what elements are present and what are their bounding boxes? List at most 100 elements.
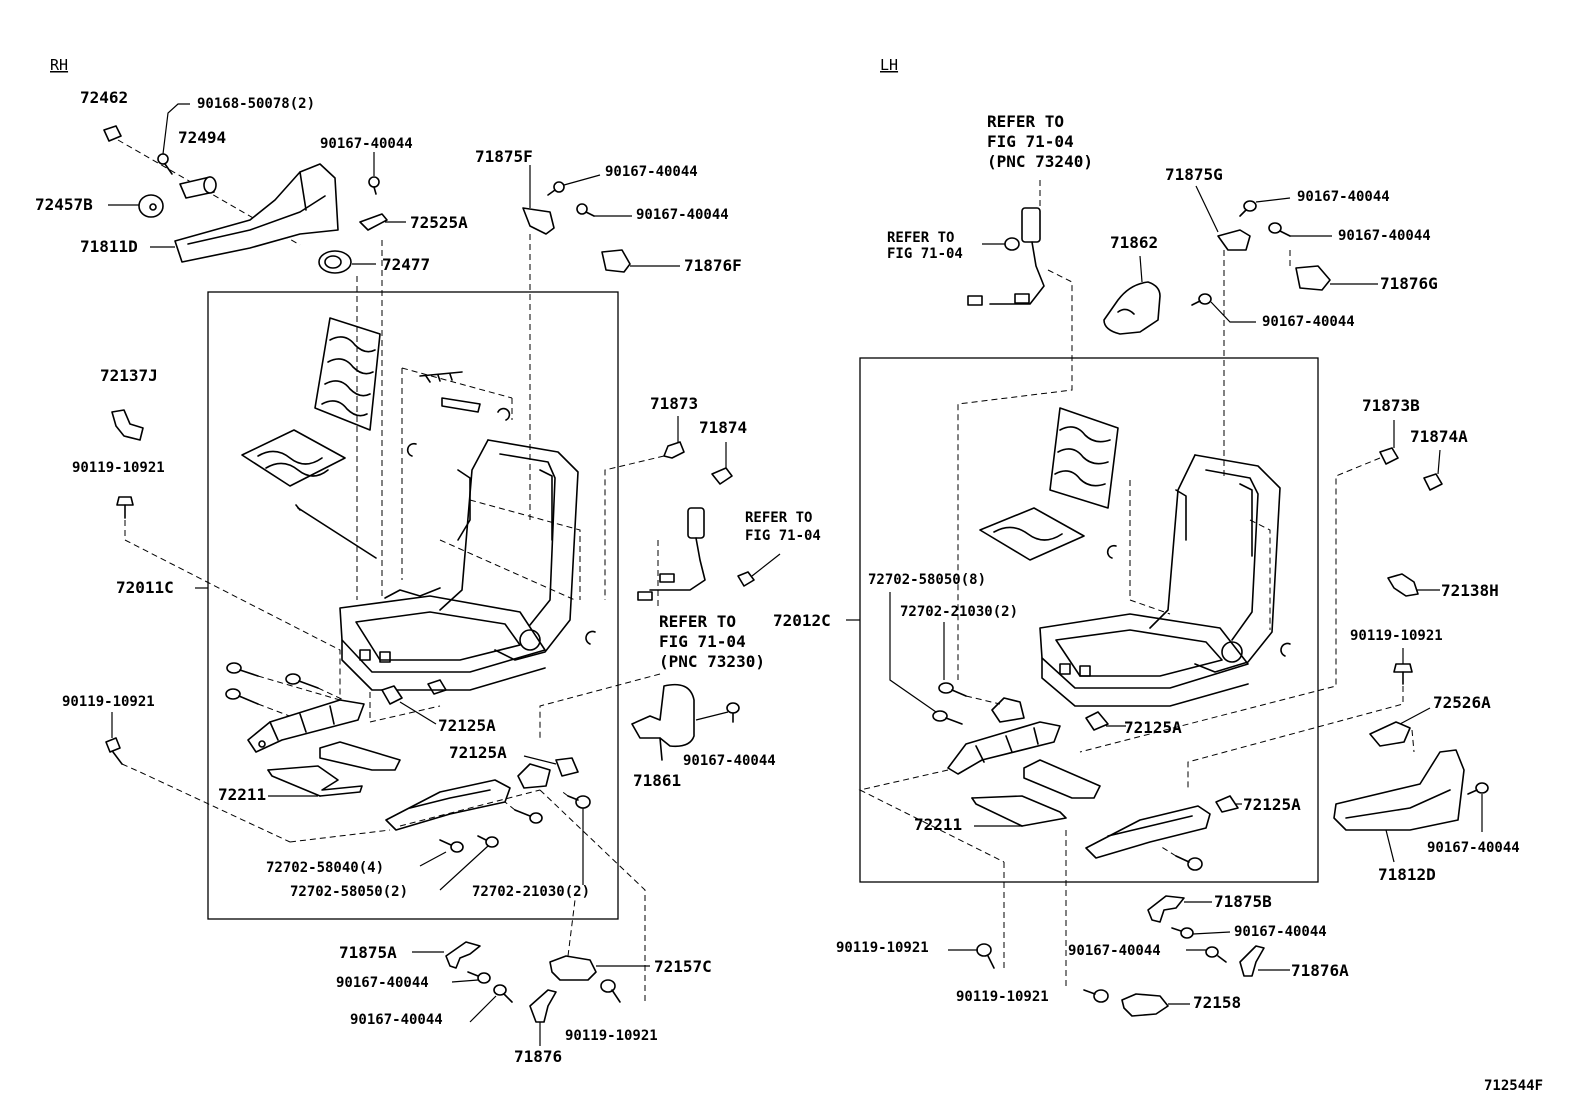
- part-72157C[interactable]: [549, 955, 597, 981]
- part-90167-40044-f[interactable]: [493, 984, 513, 1003]
- part-90167-40044-i[interactable]: [1191, 293, 1212, 306]
- part-90119-10921-e[interactable]: [976, 943, 995, 969]
- part-seat-rail-rh[interactable]: [319, 741, 511, 831]
- part-72125A-d[interactable]: [1215, 795, 1239, 813]
- label-71811D: 71811D: [80, 237, 138, 256]
- part-90167-40044-g[interactable]: [1239, 200, 1257, 217]
- label-90167-40044-b: 90167-40044: [605, 164, 698, 180]
- part-71876[interactable]: [529, 989, 557, 1023]
- part-71811D-shield[interactable]: [174, 163, 339, 263]
- label-72138H: 72138H: [1441, 581, 1499, 600]
- part-seat-adjuster-lh[interactable]: [947, 721, 1061, 775]
- part-90167-40044-j[interactable]: [1467, 782, 1489, 795]
- label-71876: 71876: [514, 1047, 562, 1066]
- part-90119-10921-d[interactable]: [1393, 663, 1413, 685]
- part-rod-rh[interactable]: [297, 507, 377, 559]
- label-72702-58050: 72702-58050(2): [290, 884, 408, 900]
- label-90119-10921-b: 90119-10921: [62, 694, 155, 710]
- part-ring-rh[interactable]: [497, 407, 511, 421]
- label-71874: 71874: [699, 418, 747, 437]
- part-72494-knob[interactable]: [179, 176, 217, 199]
- part-cushion-spring-lh[interactable]: [979, 507, 1085, 561]
- label-72125A-c: 72125A: [1124, 718, 1182, 737]
- part-71874A[interactable]: [1423, 473, 1443, 491]
- part-72138H[interactable]: [1387, 573, 1419, 597]
- part-90167-40044-k[interactable]: [1171, 927, 1194, 939]
- part-72525A-clip[interactable]: [359, 213, 388, 231]
- part-bolts-rh-cluster[interactable]: [225, 662, 319, 705]
- part-72211-rh[interactable]: [267, 765, 363, 797]
- part-90167-40044-c[interactable]: [576, 203, 595, 217]
- part-90119-10921-c[interactable]: [600, 979, 621, 1003]
- label-71875F: 71875F: [475, 147, 533, 166]
- part-72462-cap[interactable]: [103, 125, 122, 142]
- part-72211-lh[interactable]: [971, 795, 1067, 827]
- part-72526A[interactable]: [1369, 721, 1411, 747]
- part-90168-50078-screw[interactable]: [157, 153, 173, 175]
- part-71875F-bracket[interactable]: [522, 207, 555, 235]
- part-71873B[interactable]: [1379, 447, 1399, 465]
- part-seatback-spring-rh[interactable]: [314, 317, 381, 431]
- label-71876A: 71876A: [1291, 961, 1349, 980]
- part-90167-40044-e[interactable]: [467, 971, 491, 984]
- part-90119-10921-a[interactable]: [116, 496, 134, 519]
- part-buckle-nut-rh[interactable]: [737, 571, 755, 587]
- part-bolts-rh-lower[interactable]: [439, 795, 591, 853]
- label-refer-a-1: REFER TO: [745, 510, 812, 526]
- part-buckle-nut-lh[interactable]: [1004, 237, 1020, 251]
- label-71873: 71873: [650, 394, 698, 413]
- label-90119-10921-d: 90119-10921: [1350, 628, 1443, 644]
- part-wire-clip-rh[interactable]: [419, 371, 463, 383]
- part-bracket-rh-lower[interactable]: [517, 763, 551, 789]
- part-71861[interactable]: [631, 683, 695, 761]
- part-bolts-lh[interactable]: [932, 682, 967, 725]
- part-71875B[interactable]: [1147, 895, 1185, 923]
- part-belt-buckle-rh[interactable]: [637, 507, 706, 601]
- part-90167-40044-b[interactable]: [547, 181, 565, 196]
- part-seatback-spring-lh[interactable]: [1049, 407, 1119, 509]
- part-bracket-lh-upper[interactable]: [991, 697, 1025, 723]
- part-bolt-lh-lower[interactable]: [1175, 855, 1203, 871]
- label-refer-b-2: FIG 71-04: [659, 632, 746, 651]
- part-71875G[interactable]: [1217, 229, 1251, 251]
- part-71876F[interactable]: [601, 249, 631, 273]
- part-90119-10921-b[interactable]: [105, 737, 123, 765]
- label-90119-10921-f: 90119-10921: [956, 989, 1049, 1005]
- part-90119-10921-f[interactable]: [1083, 989, 1109, 1003]
- label-90167-40044-k: 90167-40044: [1234, 924, 1327, 940]
- part-90167-40044-a[interactable]: [368, 176, 380, 195]
- part-seat-frame-rh[interactable]: [339, 439, 579, 695]
- label-72011C: 72011C: [116, 578, 174, 597]
- part-cushion-spring-rh[interactable]: [241, 429, 346, 487]
- part-link-rh[interactable]: [441, 397, 481, 413]
- part-71812D-shield[interactable]: [1333, 749, 1465, 831]
- part-71876A[interactable]: [1239, 945, 1265, 977]
- label-72125A-b: 72125A: [449, 743, 507, 762]
- label-71875B: 71875B: [1214, 892, 1272, 911]
- part-72477[interactable]: [318, 250, 352, 274]
- part-90167-40044-l[interactable]: [1205, 946, 1227, 963]
- part-90167-40044-h[interactable]: [1268, 222, 1291, 237]
- label-72494: 72494: [178, 128, 226, 147]
- part-72457B[interactable]: [138, 194, 164, 218]
- part-72158[interactable]: [1121, 993, 1169, 1017]
- part-belt-buckle-lh[interactable]: [967, 207, 1045, 306]
- label-72137J: 72137J: [100, 366, 158, 385]
- part-90167-40044-d[interactable]: [726, 702, 740, 723]
- label-refer-c-2: FIG 71-04: [987, 132, 1074, 151]
- part-seat-adjuster-rh[interactable]: [247, 699, 365, 753]
- rh-assembly-box: [207, 291, 619, 920]
- part-71874[interactable]: [711, 467, 733, 485]
- part-71875A[interactable]: [445, 941, 481, 969]
- part-71873[interactable]: [663, 441, 685, 459]
- part-71862[interactable]: [1103, 281, 1161, 335]
- label-90167-40044-c: 90167-40044: [636, 207, 729, 223]
- part-72125A-b[interactable]: [555, 757, 579, 777]
- part-72125A-a[interactable]: [381, 685, 403, 705]
- part-72125A-c[interactable]: [1085, 711, 1109, 731]
- label-71873B: 71873B: [1362, 396, 1420, 415]
- part-72137J[interactable]: [111, 409, 144, 441]
- part-seat-frame-lh[interactable]: [1039, 454, 1281, 707]
- part-seat-rail-lh[interactable]: [1023, 759, 1211, 859]
- part-71876G[interactable]: [1295, 265, 1331, 291]
